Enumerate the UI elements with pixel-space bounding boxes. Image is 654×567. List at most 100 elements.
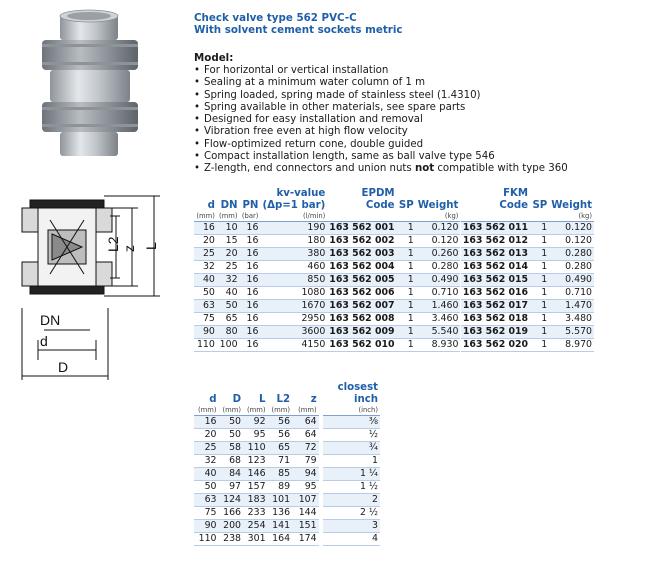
cell-dn: 10 [216,221,240,235]
feature-item: Sealing at a minimum water column of 1 m [194,77,568,89]
cell-weight: 1.460 [415,299,461,313]
cell-sp: 1 [396,234,416,248]
cell-L2: 101 [267,493,293,507]
col-kv: kv-value(Δp=1 bar)(l/min) [262,188,326,220]
cell-D: 58 [218,441,244,455]
col-weight1: Weight(kg) [417,200,459,220]
cell-epdm-code: 163 562 010 [327,338,397,352]
valve-product-photo [42,9,138,156]
cell-L: 92 [243,415,268,429]
cell-weight: 5.540 [415,325,461,339]
cell-fkm-code: 163 562 012 [460,234,531,248]
cell-weight: 8.970 [549,338,594,352]
cell-L: 95 [243,428,268,442]
cell-sp: 1 [530,247,550,261]
cell-L2: 85 [267,467,293,481]
cell-sp: 1 [396,299,416,313]
cell-dn: 50 [216,299,240,313]
feature-item: Designed for easy installation and remov… [194,114,568,126]
cell-weight: 0.260 [415,247,461,261]
model-heading: Model: [194,52,234,64]
cell-d: 90 [194,325,217,339]
drawing-label-dn: DN [40,312,60,328]
feature-item: Flow-optimized return cone, double guide… [194,139,568,151]
cell-sp: 1 [530,312,550,326]
col-sp1: SP [398,200,414,211]
cell-epdm-code: 163 562 009 [327,325,397,339]
cell-D: 84 [218,467,244,481]
col-sp2: SP [532,200,548,211]
cell-L2: 56 [267,428,293,442]
cell-sp: 1 [396,247,416,261]
cell-epdm-code: 163 562 006 [327,286,397,300]
cell-dn: 25 [216,260,240,274]
cell-fkm-code: 163 562 011 [460,221,531,235]
cell-kv: 380 [260,247,328,261]
cell-d: 50 [194,286,217,300]
cell-L: 233 [243,506,268,520]
col-weight2: Weight(kg) [551,200,592,220]
cell-closest-inch: 1 [322,454,380,468]
cell-sp: 1 [530,234,550,248]
cell-dn: 20 [216,247,240,261]
cell-d: 20 [194,428,219,442]
cell-weight: 0.280 [549,247,594,261]
cell-kv: 1670 [260,299,328,313]
cell-pn: 16 [239,247,261,261]
cell-L2: 136 [267,506,293,520]
cell-epdm-code: 163 562 008 [327,312,397,326]
cell-L2: 71 [267,454,293,468]
cell-L: 110 [243,441,268,455]
cell-weight: 0.710 [415,286,461,300]
cell-kv: 850 [260,273,328,287]
cell-z: 107 [292,493,319,507]
cell-z: 79 [292,454,319,468]
cell-D: 97 [218,480,244,494]
feature-item-compat: Z-length, end connectors and union nuts … [194,163,568,175]
cell-L: 123 [243,454,268,468]
cell-sp: 1 [530,273,550,287]
cell-d: 16 [194,415,219,429]
title-line-2: With solvent cement sockets metric [194,24,403,36]
cell-sp: 1 [530,299,550,313]
cell-pn: 16 [239,325,261,339]
col-D: D(mm) [222,394,242,414]
cell-L: 254 [243,519,268,533]
col-pn: PN(bar) [241,200,259,220]
cell-epdm-code: 163 562 005 [327,273,397,287]
cell-kv: 460 [260,260,328,274]
cell-z: 144 [292,506,319,520]
feature-item: Spring available in other materials, see… [194,102,568,114]
cell-closest-inch: 1 ½ [322,480,380,494]
cell-weight: 0.280 [415,260,461,274]
cell-weight: 8.930 [415,338,461,352]
cell-d: 63 [194,299,217,313]
cell-d: 20 [194,234,217,248]
cell-L2: 89 [267,480,293,494]
cell-epdm-code: 163 562 007 [327,299,397,313]
cell-z: 72 [292,441,319,455]
cell-kv: 190 [260,221,328,235]
feature-compat-pre: Z-length, end connectors and union nuts [204,163,415,174]
cell-d: 75 [194,312,217,326]
cell-sp: 1 [530,286,550,300]
cell-sp: 1 [396,273,416,287]
feature-compat-post: compatible with type 360 [434,163,568,174]
cell-dn: 40 [216,286,240,300]
cell-weight: 0.120 [549,221,594,235]
cell-D: 238 [218,532,244,546]
cell-d: 16 [194,221,217,235]
cell-D: 166 [218,506,244,520]
feature-item: For horizontal or vertical installation [194,65,568,77]
